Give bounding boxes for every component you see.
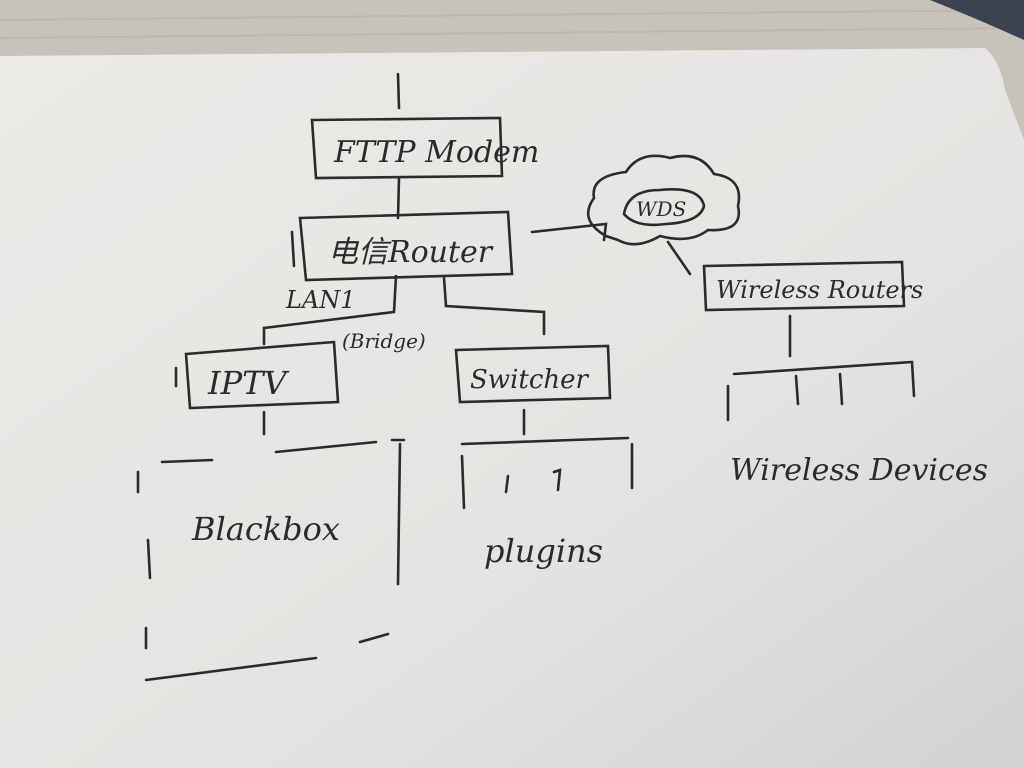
table-grain [0, 9, 1024, 39]
switcher-box [454, 344, 612, 404]
wds-label: WDS [636, 197, 686, 221]
switcher-bus [460, 436, 630, 446]
modem-label: FTTP Modem [333, 135, 539, 170]
wds-cloud [586, 154, 741, 246]
wireless-drop-2 [794, 374, 800, 406]
blackbox-bottom-2 [358, 632, 390, 644]
switcher-port-1 [504, 474, 510, 494]
modem-router-link [396, 176, 401, 220]
lan-branch-line [262, 274, 398, 346]
wireless-router-box [702, 260, 906, 312]
incoming-line [396, 72, 401, 110]
switcher-label: Switcher [470, 365, 590, 395]
switcher-port-2 [552, 468, 562, 492]
blackbox-top-2 [274, 440, 378, 454]
blackbox-top-1 [160, 458, 214, 464]
switch-branch-line [442, 276, 546, 336]
plugins-label: plugins [484, 532, 603, 570]
wireless-bus [732, 360, 916, 398]
blackbox-bottom-1 [144, 656, 318, 682]
paper-sheet [0, 48, 1024, 768]
dark-object-corner [930, 0, 1024, 40]
wireless-drop-3 [838, 372, 844, 406]
diagram-lines [136, 72, 916, 682]
blackbox-label: Blackbox [191, 510, 340, 548]
iptv-box [184, 340, 340, 410]
router-box [298, 210, 514, 282]
wireless-router-label: Wireless Routers [716, 276, 923, 304]
lan-label: LAN1 [285, 286, 356, 314]
switcher-drop-left [460, 454, 466, 510]
diagram-labels: FTTP Modem 电信Router WDS Wireless Routers… [191, 135, 988, 570]
wireless-devices-label: Wireless Devices [730, 453, 988, 488]
blackbox-right [396, 442, 402, 586]
iptv-label: IPTV [207, 364, 290, 402]
router-box-tick [290, 230, 296, 268]
bridge-label: (Bridge) [342, 329, 426, 353]
wds-oval [622, 188, 706, 227]
modem-box [310, 116, 504, 180]
wds-wireless-link [666, 240, 692, 276]
router-label: 电信Router [328, 235, 494, 270]
blackbox-left-2 [146, 538, 152, 580]
